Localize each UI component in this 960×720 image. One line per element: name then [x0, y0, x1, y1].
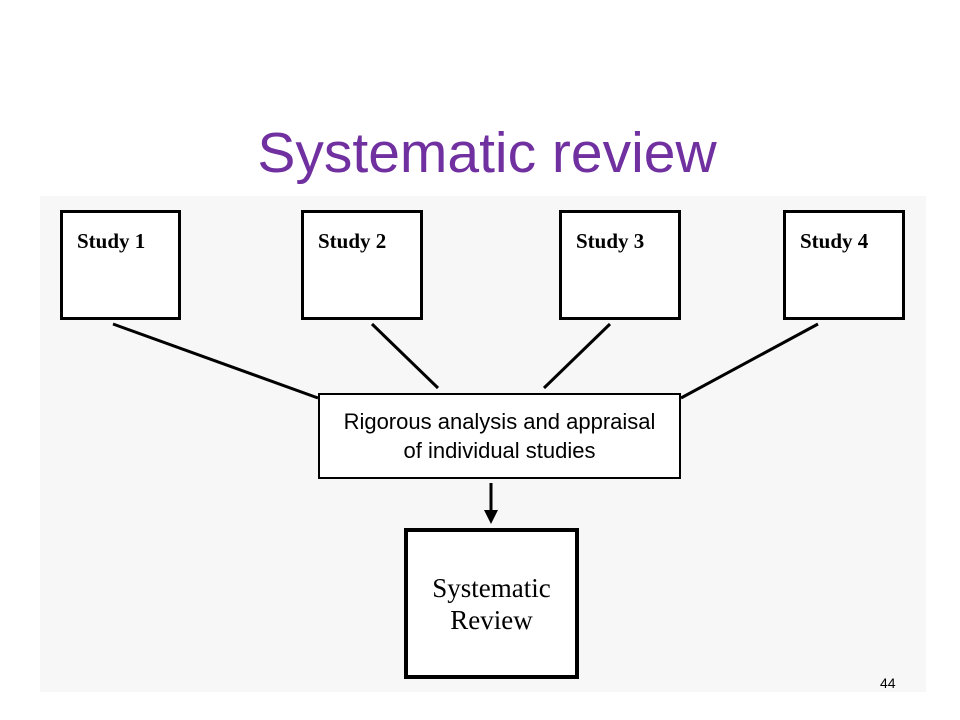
study-2-label: Study 2: [318, 229, 387, 253]
study-1-box: Study 1: [60, 210, 181, 320]
appraisal-box: Rigorous analysis and appraisal of indiv…: [318, 393, 681, 479]
study-2-box: Study 2: [301, 210, 423, 320]
appraisal-text-line-1: Rigorous analysis and appraisal: [343, 409, 656, 434]
study-4-label: Study 4: [800, 229, 869, 253]
study-3-label: Study 3: [576, 229, 645, 253]
connector-study-4: [680, 322, 819, 400]
study-1-label: Study 1: [77, 229, 146, 253]
systematic-review-text-line-1: Systematic: [432, 572, 551, 603]
appraisal-text-line-2: of individual studies: [403, 438, 596, 463]
connector-study-3: [542, 322, 612, 390]
systematic-review-box: Systematic Review: [404, 528, 579, 679]
connector-study-1: [112, 322, 319, 400]
arrow-head: [484, 510, 498, 524]
study-4-box: Study 4: [783, 210, 905, 320]
study-3-box: Study 3: [559, 210, 681, 320]
systematic-review-text-line-2: Review: [450, 604, 533, 635]
connector-study-2: [370, 322, 440, 390]
page-number: 44: [880, 675, 896, 691]
slide-title: Systematic review: [257, 121, 717, 185]
